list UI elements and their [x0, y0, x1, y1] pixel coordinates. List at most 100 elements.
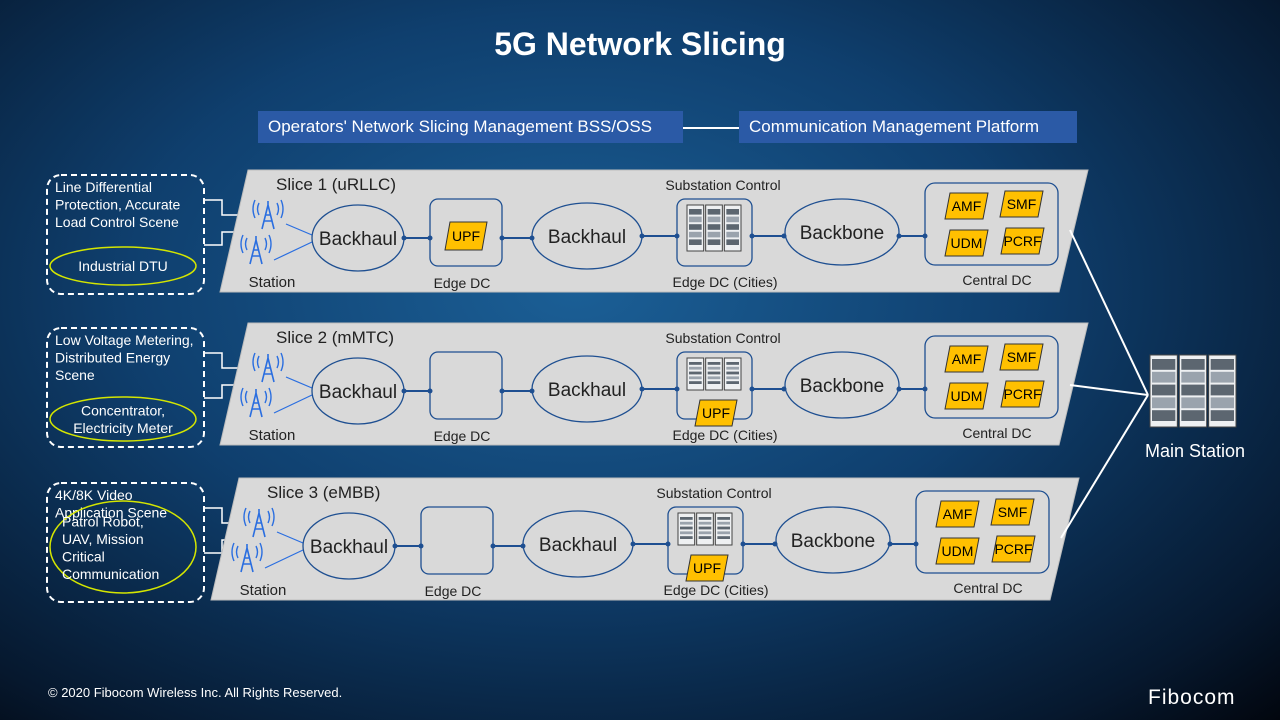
main-station-link: [1069, 229, 1149, 396]
central-dc-box: [915, 490, 1050, 574]
main-station-label: Main Station: [1145, 441, 1245, 461]
backhaul-label: Backhaul: [548, 227, 626, 248]
pcrf-tag: PCRF: [991, 535, 1036, 563]
radio-link: [273, 394, 313, 414]
backbone-label: Backbone: [800, 376, 885, 397]
nf-label: PCRF: [1003, 233, 1041, 249]
substation-label: Substation Control: [665, 177, 780, 193]
udm-tag: UDM: [935, 537, 980, 565]
device-oval: [49, 246, 197, 286]
udm-tag: UDM: [944, 382, 989, 410]
nf-label: SMF: [1007, 196, 1037, 212]
edge-dc-box: [429, 198, 503, 267]
scene-box: [46, 327, 205, 448]
page-title: 5G Network Slicing: [494, 26, 786, 62]
scene-text: Low Voltage Metering,: [55, 332, 194, 348]
device-oval: [49, 396, 197, 442]
slice-name: Slice 1 (uRLLC): [276, 175, 396, 194]
nf-label: UDM: [951, 388, 983, 404]
nf-label: AMF: [943, 506, 973, 522]
antenna-icon: [240, 234, 272, 265]
backbone-oval: [775, 506, 891, 574]
antenna-icon: [243, 507, 275, 538]
substation-label: Substation Control: [665, 330, 780, 346]
backhaul-label: Backhaul: [539, 535, 617, 556]
edge-dc-cities-label: Edge DC (Cities): [672, 427, 777, 443]
scene-box: [46, 482, 205, 603]
link-dot: [896, 233, 902, 239]
device-text: Critical: [62, 549, 105, 565]
nf-label: UPF: [693, 560, 721, 576]
station-label: Station: [240, 582, 287, 599]
radio-link: [264, 549, 304, 569]
smf-tag: SMF: [999, 190, 1044, 218]
link-dot: [639, 233, 645, 239]
logo-text: Fibocom: [1148, 686, 1236, 709]
radio-link: [285, 223, 313, 236]
city-upf-tag: UPF: [685, 554, 729, 582]
backbone-oval: [784, 351, 900, 419]
device-text: Concentrator,: [81, 403, 165, 419]
device-text: Communication: [62, 566, 159, 582]
central-dc-label: Central DC: [962, 425, 1031, 441]
central-dc-label: Central DC: [962, 272, 1031, 288]
pcrf-tag: PCRF: [1000, 227, 1045, 255]
server-rack-icon: [686, 204, 742, 252]
edge-dc-label: Edge DC: [434, 275, 491, 291]
link-dot: [740, 541, 746, 547]
communication-platform-box: Communication Management Platform: [739, 111, 1077, 143]
backbone-oval: [784, 198, 900, 266]
scene-connector: [204, 352, 240, 369]
central-dc-box: [924, 335, 1059, 419]
edge-dc-cities-label: Edge DC (Cities): [672, 274, 777, 290]
nf-label: UDM: [942, 543, 974, 559]
edge-dc-box: [420, 506, 494, 575]
scene-connector: [204, 384, 240, 399]
antenna-icon: [252, 199, 284, 230]
bss-oss-box: Operators' Network Slicing Management BS…: [258, 111, 683, 143]
smf-tag: SMF: [990, 498, 1035, 526]
scene-text: Distributed Energy: [55, 350, 170, 366]
device-text: UAV, Mission: [62, 531, 144, 547]
udm-tag: UDM: [944, 229, 989, 257]
edge-dc-label: Edge DC: [434, 428, 491, 444]
link-dot: [401, 235, 407, 241]
link-dot: [896, 386, 902, 392]
substation-label: Substation Control: [656, 485, 771, 501]
server-rack-icon: [686, 357, 742, 391]
nf-label: UDM: [951, 235, 983, 251]
header-connector: [683, 127, 739, 129]
central-dc-box: [924, 182, 1059, 266]
server-rack-icon: [677, 512, 733, 546]
link-dot: [887, 541, 893, 547]
edge-dc-label: Edge DC: [425, 583, 482, 599]
antenna-icon: [231, 542, 263, 573]
edge-dc-cities-box: [676, 198, 753, 267]
nf-label: PCRF: [994, 541, 1032, 557]
scene-text: Line Differential: [55, 179, 152, 195]
link-dot: [490, 543, 496, 549]
link-dot: [499, 235, 505, 241]
scene-text: 4K/8K Video: [55, 487, 133, 503]
station-label: Station: [249, 427, 296, 444]
amf-tag: AMF: [935, 500, 980, 528]
link-dot: [639, 386, 645, 392]
edge-dc-cities-label: Edge DC (Cities): [663, 582, 768, 598]
nf-label: SMF: [1007, 349, 1037, 365]
radio-link: [285, 376, 313, 389]
nf-label: UPF: [702, 405, 730, 421]
scene-text: Protection, Accurate: [55, 197, 181, 213]
device-oval: [49, 500, 197, 594]
scene-text: Scene: [55, 367, 95, 383]
slice-name: Slice 3 (eMBB): [267, 483, 380, 502]
smf-tag: SMF: [999, 343, 1044, 371]
backhaul-label: Backhaul: [548, 380, 626, 401]
slice-name: Slice 2 (mMTC): [276, 328, 394, 347]
central-dc-label: Central DC: [953, 580, 1022, 596]
nf-label: AMF: [952, 351, 982, 367]
nf-label: UPF: [452, 228, 480, 244]
radio-link: [276, 531, 304, 544]
scene-text: Load Control Scene: [55, 214, 179, 230]
main-station-link: [1060, 394, 1149, 539]
